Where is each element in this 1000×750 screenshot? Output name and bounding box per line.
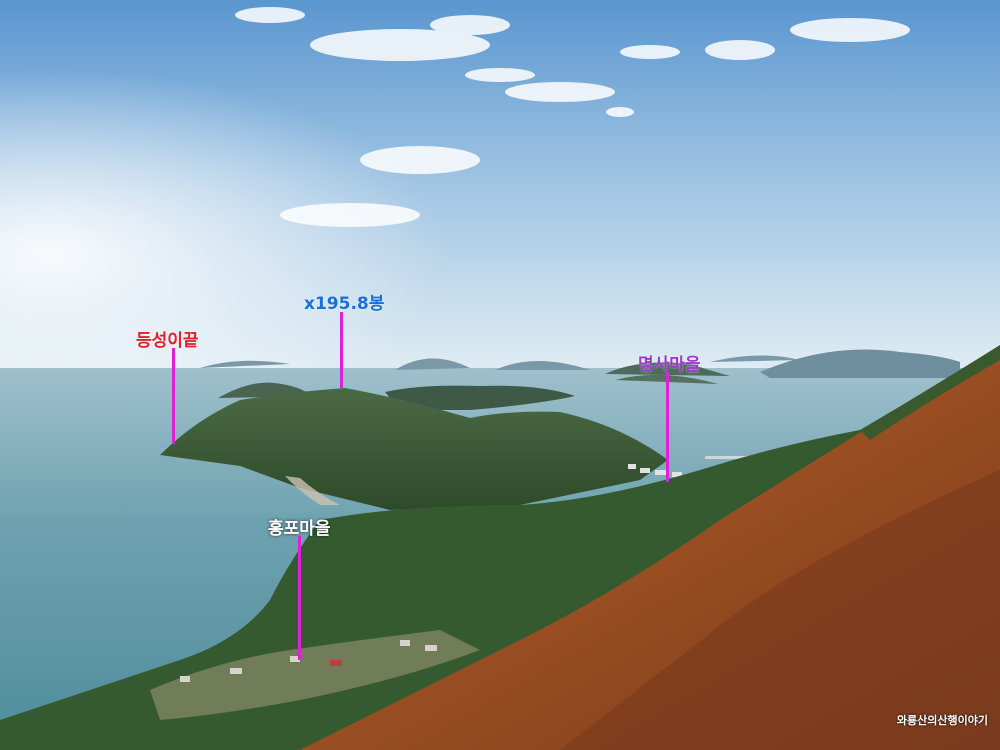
myeongsa-label: 명사마을 — [638, 355, 701, 375]
hongpo-label: 홍포마을 — [268, 519, 331, 539]
hongpo-houses — [180, 640, 437, 682]
distant-islands — [200, 349, 960, 378]
cape-label: 등성이끝 — [136, 331, 199, 351]
mid-islands — [218, 362, 730, 410]
myeongsa-harbor — [628, 456, 765, 477]
peak-pin — [340, 312, 343, 388]
myeongsa-pin — [666, 372, 669, 482]
watermark: 와룡산의산행이야기 — [896, 714, 988, 727]
hongpo-pin — [298, 536, 301, 660]
ridge-edge-trees — [860, 345, 1000, 440]
village-terraces — [150, 630, 480, 720]
peninsula-rocky-shore — [285, 476, 340, 505]
peninsula — [160, 388, 668, 510]
peak-label: x195.8봉 — [304, 294, 385, 314]
autumn-ridge-shading — [560, 470, 1000, 750]
cape-pin — [172, 348, 175, 444]
clouds — [235, 7, 910, 227]
